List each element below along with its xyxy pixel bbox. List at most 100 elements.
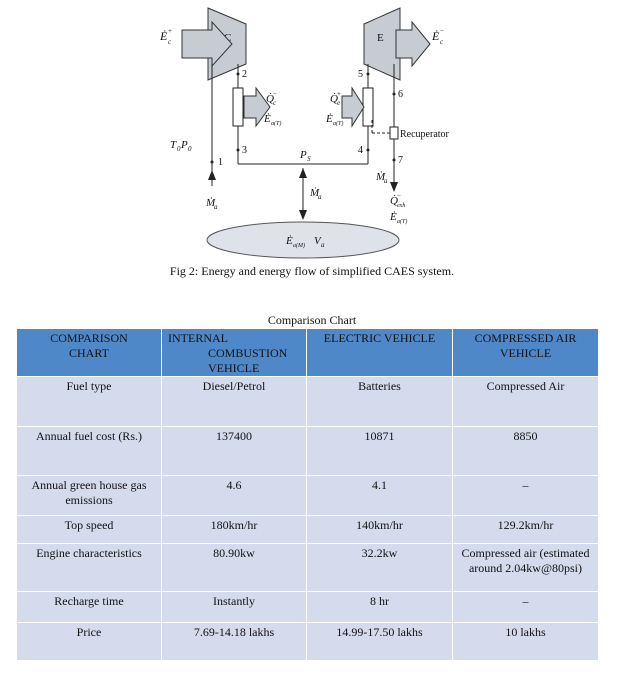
row-label: Fuel type (16, 376, 162, 427)
svg-text:−: − (397, 192, 401, 200)
cell-cav: 10 lakhs (452, 622, 599, 661)
node-2: 2 (242, 69, 247, 80)
node-5: 5 (358, 69, 363, 80)
pressure-sub: S (307, 155, 311, 163)
table-row: Price 7.69-14.18 lakhs 14.99-17.50 lakhs… (16, 622, 599, 661)
svg-text:a: a (214, 203, 218, 211)
node-7: 7 (398, 155, 403, 166)
caes-diagram: C Ė c + E Ė c − Q̇ c − Ė a(T) Q̇ e + Ė a… (159, 7, 450, 259)
cell-cav: – (452, 475, 599, 516)
table-row: Fuel type Diesel/Petrol Batteries Compre… (16, 376, 599, 427)
svg-text:a(M): a(M) (293, 242, 305, 249)
cell-ev: 8 hr (306, 591, 453, 623)
cell-ice: 7.69-14.18 lakhs (161, 622, 307, 661)
row-label: Engine characteristics (16, 543, 162, 592)
cell-ev: 140km/hr (306, 515, 453, 544)
heat-exchanger-c (232, 87, 244, 127)
svg-text:a: a (318, 193, 322, 201)
svg-text:0: 0 (177, 145, 181, 153)
energy-in-sub: c (168, 38, 172, 46)
cell-ev: 10871 (306, 426, 453, 476)
heat-e-sub: e (337, 99, 340, 107)
svg-text:0: 0 (188, 145, 192, 153)
cell-ice: Instantly (161, 591, 307, 623)
heat-c-sup: − (273, 90, 277, 98)
energy-in-label: Ė (159, 29, 168, 43)
table-row: Annual fuel cost (Rs.) 137400 10871 8850 (16, 426, 599, 476)
node-1: 1 (218, 157, 223, 168)
cell-ice: 180km/hr (161, 515, 307, 544)
cell-cav: – (452, 591, 599, 623)
energy-out-label: Ė (431, 29, 440, 43)
heat-c-sub: c (273, 99, 277, 107)
energy-aT2-label: Ė (325, 113, 333, 125)
table-row: Engine characteristics 80.90kw 32.2kw Co… (16, 543, 599, 592)
row-label: Top speed (16, 515, 162, 544)
row-label: Price (16, 622, 162, 661)
cell-ev: 32.2kw (306, 543, 453, 592)
cell-ev: 4.1 (306, 475, 453, 516)
exhaust-heat: Q̇ (390, 195, 398, 207)
table-row: Annual green house gas emissions 4.6 4.1… (16, 475, 599, 516)
recuperator-label: Recuperator (400, 129, 450, 140)
node-3: 3 (242, 145, 247, 156)
ambient-P: P (180, 139, 188, 151)
heat-e-label: Q̇ (330, 93, 338, 105)
cell-ice: Diesel/Petrol (161, 376, 307, 427)
heat-c-label: Q̇ (266, 93, 274, 105)
energy-aT-label: Ė (263, 113, 271, 125)
table-row: Top speed 180km/hr 140km/hr 129.2km/hr (16, 515, 599, 544)
cell-cav: Compressed Air (452, 376, 599, 427)
table-row: Recharge time Instantly 8 hr – (16, 591, 599, 623)
cell-ice: 137400 (161, 426, 307, 476)
row-label: Annual fuel cost (Rs.) (16, 426, 162, 476)
header-ev: ELECTRIC VEHICLE (306, 328, 453, 377)
energy-out-sup: − (440, 27, 444, 35)
storage-volume: V (314, 235, 322, 247)
cell-cav: 129.2km/hr (452, 515, 599, 544)
exhaust-arrowhead (390, 182, 398, 192)
heat-e-sup: + (337, 90, 341, 98)
storage-energy: Ė (285, 235, 293, 247)
mass-flow-mid: Ṁ (309, 187, 320, 199)
expander-label: E (377, 32, 384, 44)
cell-ice: 4.6 (161, 475, 307, 516)
exhaust-energy: Ė (389, 211, 397, 223)
cell-ice: 80.90kw (161, 543, 307, 592)
row-label: Annual green house gas emissions (16, 475, 162, 516)
ambient-T: T (170, 139, 177, 151)
svg-text:a: a (321, 241, 325, 249)
heat-out-arrow (243, 86, 271, 128)
node-4: 4 (358, 145, 363, 156)
cell-cav: Compressed air (estimated around 2.04kw@… (452, 543, 599, 592)
table-title: Comparison Chart (267, 313, 357, 327)
cell-cav: 8850 (452, 426, 599, 476)
svg-text:exh: exh (397, 203, 405, 209)
compressor-label: C (224, 32, 231, 44)
mass-flow-out: Ṁ (375, 171, 386, 183)
energy-aT-sub: a(T) (271, 120, 281, 127)
mass-flow-in: Ṁ (205, 197, 216, 209)
node-6: 6 (398, 89, 403, 100)
cell-ev: Batteries (306, 376, 453, 427)
energy-out-arrow (395, 20, 431, 68)
node-markers (210, 72, 396, 164)
energy-aT2-sub: a(T) (333, 120, 343, 127)
cell-ev: 14.99-17.50 lakhs (306, 622, 453, 661)
energy-in-arrow (181, 20, 233, 68)
heat-in-arrow (341, 86, 365, 128)
svg-text:a(T): a(T) (397, 218, 407, 225)
storage-tank (206, 221, 400, 259)
pressure-label: P (299, 149, 307, 161)
expander: E (363, 7, 401, 81)
recuperator-box (389, 126, 399, 140)
energy-in-sup: + (168, 27, 172, 35)
header-ice: INTERNAL COMBUSTION VEHICLE (161, 328, 307, 377)
energy-out-sub: c (440, 38, 444, 46)
svg-text:a: a (384, 177, 388, 185)
row-label: Recharge time (16, 591, 162, 623)
